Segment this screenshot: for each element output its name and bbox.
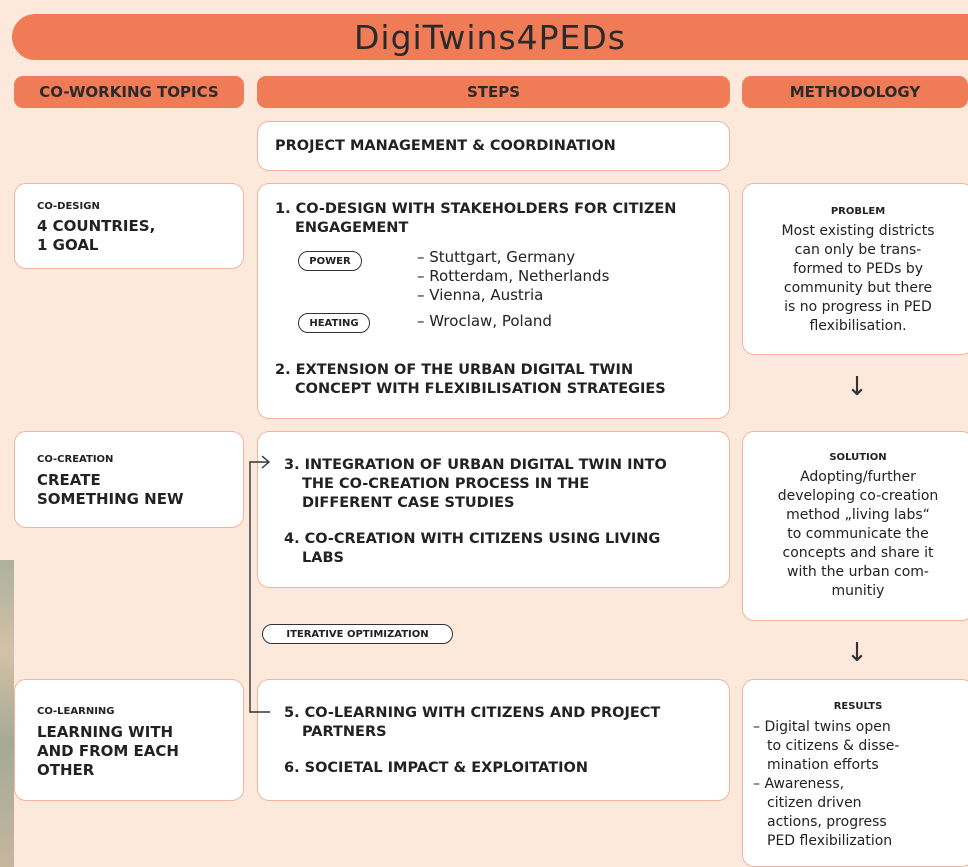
arrow-down-icon: ↓ [846,372,868,402]
topic-co-creation: CO-CREATION CREATE SOMETHING NEW [14,431,244,528]
city-item: – Rotterdam, Netherlands [417,267,610,285]
topic-co-learning: CO-LEARNING LEARNING WITH AND FROM EACH … [14,679,244,801]
city-item: – Vienna, Austria [417,286,544,304]
results-line: actions, progress [767,814,887,830]
results-line: PED flexibilization [767,833,893,849]
step-3-line: 3. INTEGRATION OF URBAN DIGITAL TWIN INT… [284,457,667,473]
solution-line: concepts and share it [782,545,934,561]
results-line: mination efforts [767,757,879,773]
topic-line: AND FROM EACH [37,742,179,760]
results-line: – Digital twins open [753,719,891,735]
project-management-label: PROJECT MANAGEMENT & COORDINATION [275,138,616,154]
topic-line: CREATE [37,471,101,489]
topic-small-label: CO-CREATION [37,454,114,465]
solution-line: munitiy [831,583,885,599]
arrow-down-icon: ↓ [846,638,868,668]
methodology-solution: SOLUTION Adopting/further developing co-… [742,431,968,621]
step-6-line: 6. SOCIETAL IMPACT & EXPLOITATION [284,760,589,776]
steps-box-co-creation: 3. INTEGRATION OF URBAN DIGITAL TWIN INT… [257,431,730,588]
results-line: citizen driven [767,795,862,811]
power-tag: POWER [298,251,362,271]
header-steps: STEPS [257,76,730,108]
connector-arrowhead [261,455,271,469]
step-3-line: THE CO-CREATION PROCESS IN THE [302,476,590,492]
topic-line: OTHER [37,761,95,779]
results-heading: RESULTS [833,701,883,712]
solution-line: method „living labs“ [786,507,930,523]
topic-small-label: CO-LEARNING [37,706,115,717]
problem-heading: PROBLEM [830,206,886,217]
project-management-box: PROJECT MANAGEMENT & COORDINATION [257,121,730,171]
city-item: – Stuttgart, Germany [417,248,576,266]
topic-line: LEARNING WITH [37,723,174,741]
header-methodology: METHODOLOGY [742,76,968,108]
solution-line: with the urban com- [787,564,929,580]
iterative-optimization-tag: ITERATIVE OPTIMIZATION [262,624,453,644]
problem-line: is no progress in PED [784,299,932,315]
title-bar: DigiTwins4PEDs [12,14,968,60]
step-1-line: ENGAGEMENT [295,220,409,236]
solution-line: Adopting/further [800,469,916,485]
topic-line: 4 COUNTRIES, [37,217,156,235]
problem-line: Most existing districts [781,223,935,239]
step-2-line: 2. EXTENSION OF THE URBAN DIGITAL TWIN [275,362,634,378]
methodology-results: RESULTS – Digital twins open to citizens… [742,679,968,867]
solution-line: to communicate the [787,526,929,542]
problem-line: flexibilisation. [809,318,907,334]
step-1-line: 1. CO-DESIGN WITH STAKEHOLDERS FOR CITIZ… [275,201,677,217]
steps-box-co-learning: 5. CO-LEARNING WITH CITIZENS AND PROJECT… [257,679,730,801]
problem-line: can only be trans- [794,242,922,258]
step-4-line: 4. CO-CREATION WITH CITIZENS USING LIVIN… [284,531,661,547]
results-line: to citizens & disse- [767,738,900,754]
results-line: – Awareness, [753,776,845,792]
topic-co-design: CO-DESIGN 4 COUNTRIES, 1 GOAL [14,183,244,269]
topic-small-label: CO-DESIGN [37,201,100,212]
problem-line: formed to PEDs by [792,261,924,277]
solution-heading: SOLUTION [829,452,887,463]
solution-line: developing co-creation [777,488,939,504]
topic-line: 1 GOAL [37,236,99,254]
step-2-line: CONCEPT WITH FLEXIBILISATION STRATEGIES [295,381,666,397]
header-topics: CO-WORKING TOPICS [14,76,244,108]
heating-tag: HEATING [298,313,370,333]
methodology-problem: PROBLEM Most existing districts can only… [742,183,968,355]
background-photo-strip [0,560,14,867]
topic-line: SOMETHING NEW [37,490,184,508]
step-3-line: DIFFERENT CASE STUDIES [302,495,515,511]
city-item: – Wroclaw, Poland [417,312,552,330]
step-5-line: PARTNERS [302,724,387,740]
steps-box-co-design: 1. CO-DESIGN WITH STAKEHOLDERS FOR CITIZ… [257,183,730,419]
step-4-line: LABS [302,550,344,566]
problem-line: community but there [783,280,933,296]
step-5-line: 5. CO-LEARNING WITH CITIZENS AND PROJECT [284,705,661,721]
page-title: DigiTwins4PEDs [353,17,626,57]
